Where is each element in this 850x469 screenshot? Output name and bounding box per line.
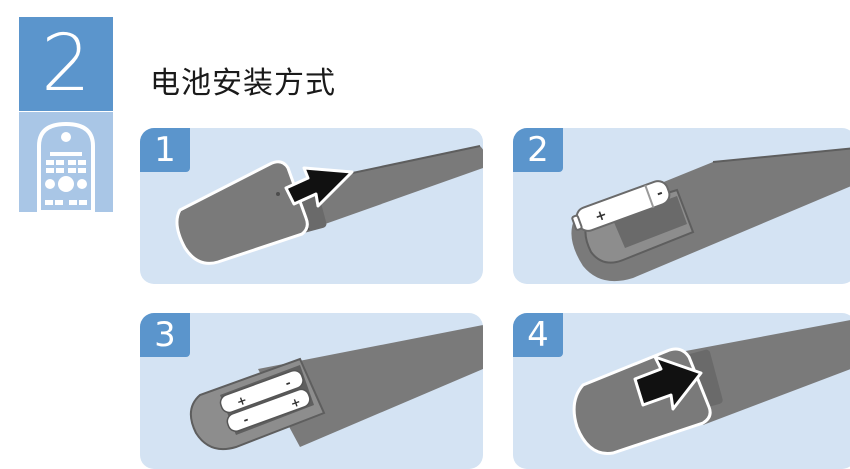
insert-battery-icon: + - [571,147,850,281]
step-1-panel: 1 [140,128,483,284]
svg-text:-: - [654,185,665,202]
chapter-number-badge: 2 [19,17,113,111]
svg-text:-: - [283,376,292,391]
remote-control-icon [19,112,113,212]
page-title: 电池安装方式 [150,66,336,101]
step-2-panel: + - 2 [513,128,850,284]
svg-text:+: + [235,393,249,410]
step-3-panel: + - - + 3 [140,313,483,469]
batteries-installed-icon: + - - + [189,325,483,451]
step-number: 3 [140,313,190,357]
step-number: 1 [140,128,190,172]
step-number: 2 [513,128,563,172]
slide-cover-off-icon [175,145,483,265]
svg-text:+: + [593,207,609,226]
svg-text:-: - [241,412,250,427]
step-number: 4 [513,313,563,357]
step-4-panel: 4 [513,313,850,469]
svg-text:+: + [288,394,302,411]
slide-cover-on-icon [572,320,850,455]
